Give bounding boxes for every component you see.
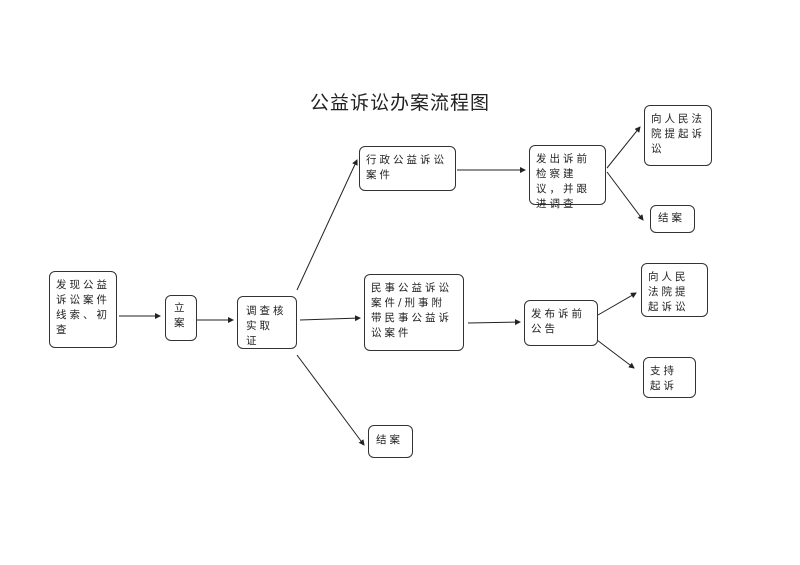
arrow-announcement-to-sue bbox=[597, 292, 637, 316]
node-investigate: 调查核实取 证 bbox=[237, 296, 297, 349]
node-close-mid: 结案 bbox=[368, 425, 413, 458]
node-file-case: 立案 bbox=[165, 295, 197, 341]
node-sue-mid: 向人民法院提起诉讼 bbox=[641, 263, 708, 317]
node-procuratorial-advice: 发出诉前检察建议，并跟进调查 bbox=[529, 145, 606, 210]
arrow-investigate-to-close bbox=[296, 354, 365, 446]
node-discover: 发现公益诉讼案件线索、初查 bbox=[49, 271, 117, 348]
arrow-investigate-to-administrative bbox=[296, 159, 358, 291]
arrow-announcement-to-support bbox=[596, 339, 635, 369]
arrow-advice-to-close bbox=[606, 171, 644, 221]
node-civil: 民事公益诉讼案件/刑事附带民事公益诉讼案件 bbox=[364, 274, 464, 351]
arrow-advice-to-sue bbox=[606, 126, 641, 169]
node-sue-top: 向人民法院提起诉讼 bbox=[644, 105, 712, 166]
node-close-top: 结案 bbox=[650, 205, 695, 233]
node-administrative: 行政公益诉讼案件 bbox=[359, 146, 456, 191]
node-announcement: 发布诉前公告 bbox=[524, 300, 598, 346]
arrow-civil-to-announcement bbox=[467, 319, 521, 326]
node-support-suit: 支持起诉 bbox=[643, 357, 696, 398]
arrow-investigate-to-civil bbox=[299, 315, 361, 322]
page-title: 公益诉讼办案流程图 bbox=[309, 92, 490, 114]
